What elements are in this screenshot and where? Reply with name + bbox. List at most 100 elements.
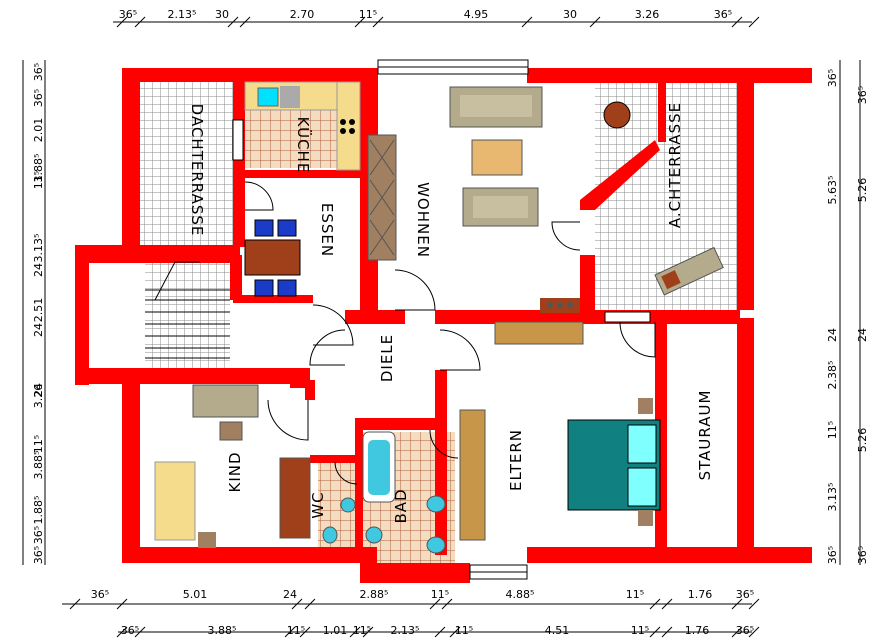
dimension-tick bbox=[434, 626, 446, 638]
dimension-tick bbox=[661, 598, 673, 610]
dimension-label: 36⁵ bbox=[826, 69, 839, 87]
kitchen-counter bbox=[244, 81, 361, 171]
dimension-label: 1.88⁵ bbox=[32, 496, 45, 525]
dimension-label: 3.26 bbox=[32, 384, 45, 409]
terrace-left-grid bbox=[140, 82, 233, 247]
dimension-label: 24 bbox=[283, 588, 297, 601]
dimension-tick bbox=[372, 16, 384, 28]
dimension-label: 1.76 bbox=[685, 624, 710, 637]
dimension-label: 2.88⁵ bbox=[360, 588, 389, 601]
living-furniture bbox=[367, 86, 724, 345]
dimension-label: 3.88⁵ bbox=[208, 624, 237, 637]
stair-grid bbox=[145, 262, 230, 370]
dimension-label: 1.01 bbox=[323, 624, 348, 637]
dimension-label: 11⁵ bbox=[353, 624, 371, 637]
dimension-label: 11⁵ bbox=[32, 435, 45, 453]
dimension-label: 2.13⁵ bbox=[391, 624, 420, 637]
dimension-tick bbox=[362, 626, 374, 638]
dimension-tick bbox=[441, 598, 453, 610]
windows bbox=[232, 59, 651, 580]
dimension-label: 36⁵ bbox=[119, 8, 137, 21]
dimension-tick bbox=[304, 598, 316, 610]
dimension-label: 11⁵ bbox=[826, 421, 839, 439]
dimension-label: 36⁵ bbox=[32, 546, 45, 564]
dimension-label: 3.13⁵ bbox=[826, 483, 839, 512]
dimension-label: 36⁵ bbox=[736, 624, 754, 637]
doors bbox=[244, 181, 656, 485]
dimension-tick bbox=[661, 626, 673, 638]
dimension-label: 24 bbox=[32, 263, 45, 277]
label-diele: DIELE bbox=[378, 334, 396, 382]
kind-furniture bbox=[154, 384, 311, 548]
dimension-left-1: 36⁵36⁵2.013.88⁵11⁵3.13⁵242.5124243.263.8… bbox=[32, 63, 45, 564]
dimension-tick bbox=[521, 16, 533, 28]
dimension-label: 24 bbox=[856, 328, 869, 342]
dimension-tick bbox=[649, 598, 661, 610]
label-wc: WC bbox=[309, 491, 327, 518]
dimension-tick bbox=[354, 16, 366, 28]
dimension-label: 4.88⁵ bbox=[506, 588, 535, 601]
eltern-furniture bbox=[459, 398, 661, 541]
dimension-tick bbox=[649, 626, 661, 638]
dimension-label: 5.26 bbox=[856, 428, 869, 453]
dimension-tick bbox=[239, 16, 251, 28]
dimension-label: 36⁵ bbox=[736, 588, 754, 601]
dimension-label: 36⁵ bbox=[32, 526, 45, 544]
dimension-label: 11⁵ bbox=[32, 171, 45, 189]
dimension-label: 30 bbox=[563, 8, 577, 21]
dimension-tick bbox=[116, 626, 128, 638]
dimension-tick bbox=[748, 626, 760, 638]
bath-fixtures bbox=[322, 431, 446, 554]
dimension-tick bbox=[134, 16, 146, 28]
dimension-label: 3.26 bbox=[635, 8, 660, 21]
stairs bbox=[145, 261, 230, 359]
dimension-label: 2.01 bbox=[32, 118, 45, 143]
dimension-tick bbox=[748, 16, 760, 28]
kitchen-tiles bbox=[245, 110, 337, 168]
dimension-label: 4.95 bbox=[464, 8, 489, 21]
dining-set bbox=[244, 219, 301, 297]
dimension-label: 30 bbox=[215, 8, 229, 21]
dimension-label: 36⁵ bbox=[32, 63, 45, 81]
dimension-tick bbox=[284, 626, 296, 638]
label-bad: BAD bbox=[392, 488, 410, 523]
dimension-tick bbox=[299, 626, 311, 638]
dimension-label: 2.13⁵ bbox=[168, 8, 197, 21]
dimension-tick bbox=[116, 16, 128, 28]
dimension-tick bbox=[731, 16, 743, 28]
label-wohnen: WOHNEN bbox=[414, 182, 432, 258]
dimension-label: 1.76 bbox=[688, 588, 713, 601]
dimension-label: 5.26 bbox=[856, 178, 869, 203]
dimension-label: 24 bbox=[32, 383, 45, 397]
label-essen: ESSEN bbox=[318, 203, 336, 257]
dimension-label: 36⁵ bbox=[121, 624, 139, 637]
dimension-tick bbox=[134, 626, 146, 638]
label-stauraum: STAURAUM bbox=[696, 390, 714, 481]
label-kueche: KÜCHE bbox=[294, 117, 313, 174]
dimension-label: 2.38⁵ bbox=[826, 361, 839, 390]
dimensions bbox=[22, 21, 861, 633]
dimension-label: 36⁵ bbox=[714, 8, 732, 21]
dimension-tick bbox=[349, 626, 361, 638]
dimension-label: 11⁵ bbox=[431, 588, 449, 601]
dimension-label: 3.13⁵ bbox=[32, 234, 45, 263]
dimension-label: 2.70 bbox=[290, 8, 315, 21]
label-dachterrasse: DACHTERRASSE bbox=[188, 104, 206, 237]
dimension-tick bbox=[748, 598, 760, 610]
dimension-label: 36⁵ bbox=[856, 86, 869, 104]
walls bbox=[75, 68, 812, 583]
dimension-label: 24 bbox=[826, 328, 839, 342]
dimension-label: 3.88⁵ bbox=[32, 451, 45, 480]
dimension-tick bbox=[589, 16, 601, 28]
dimension-tick bbox=[731, 598, 743, 610]
dimension-label: 24 bbox=[32, 323, 45, 337]
dimension-tick bbox=[116, 598, 128, 610]
room-labels: DACHTERRASSE KÜCHE ESSEN WOHNEN A.CHTERR… bbox=[188, 102, 714, 524]
label-kind: KIND bbox=[226, 451, 244, 492]
dimension-label: 3.88⁵ bbox=[32, 154, 45, 183]
